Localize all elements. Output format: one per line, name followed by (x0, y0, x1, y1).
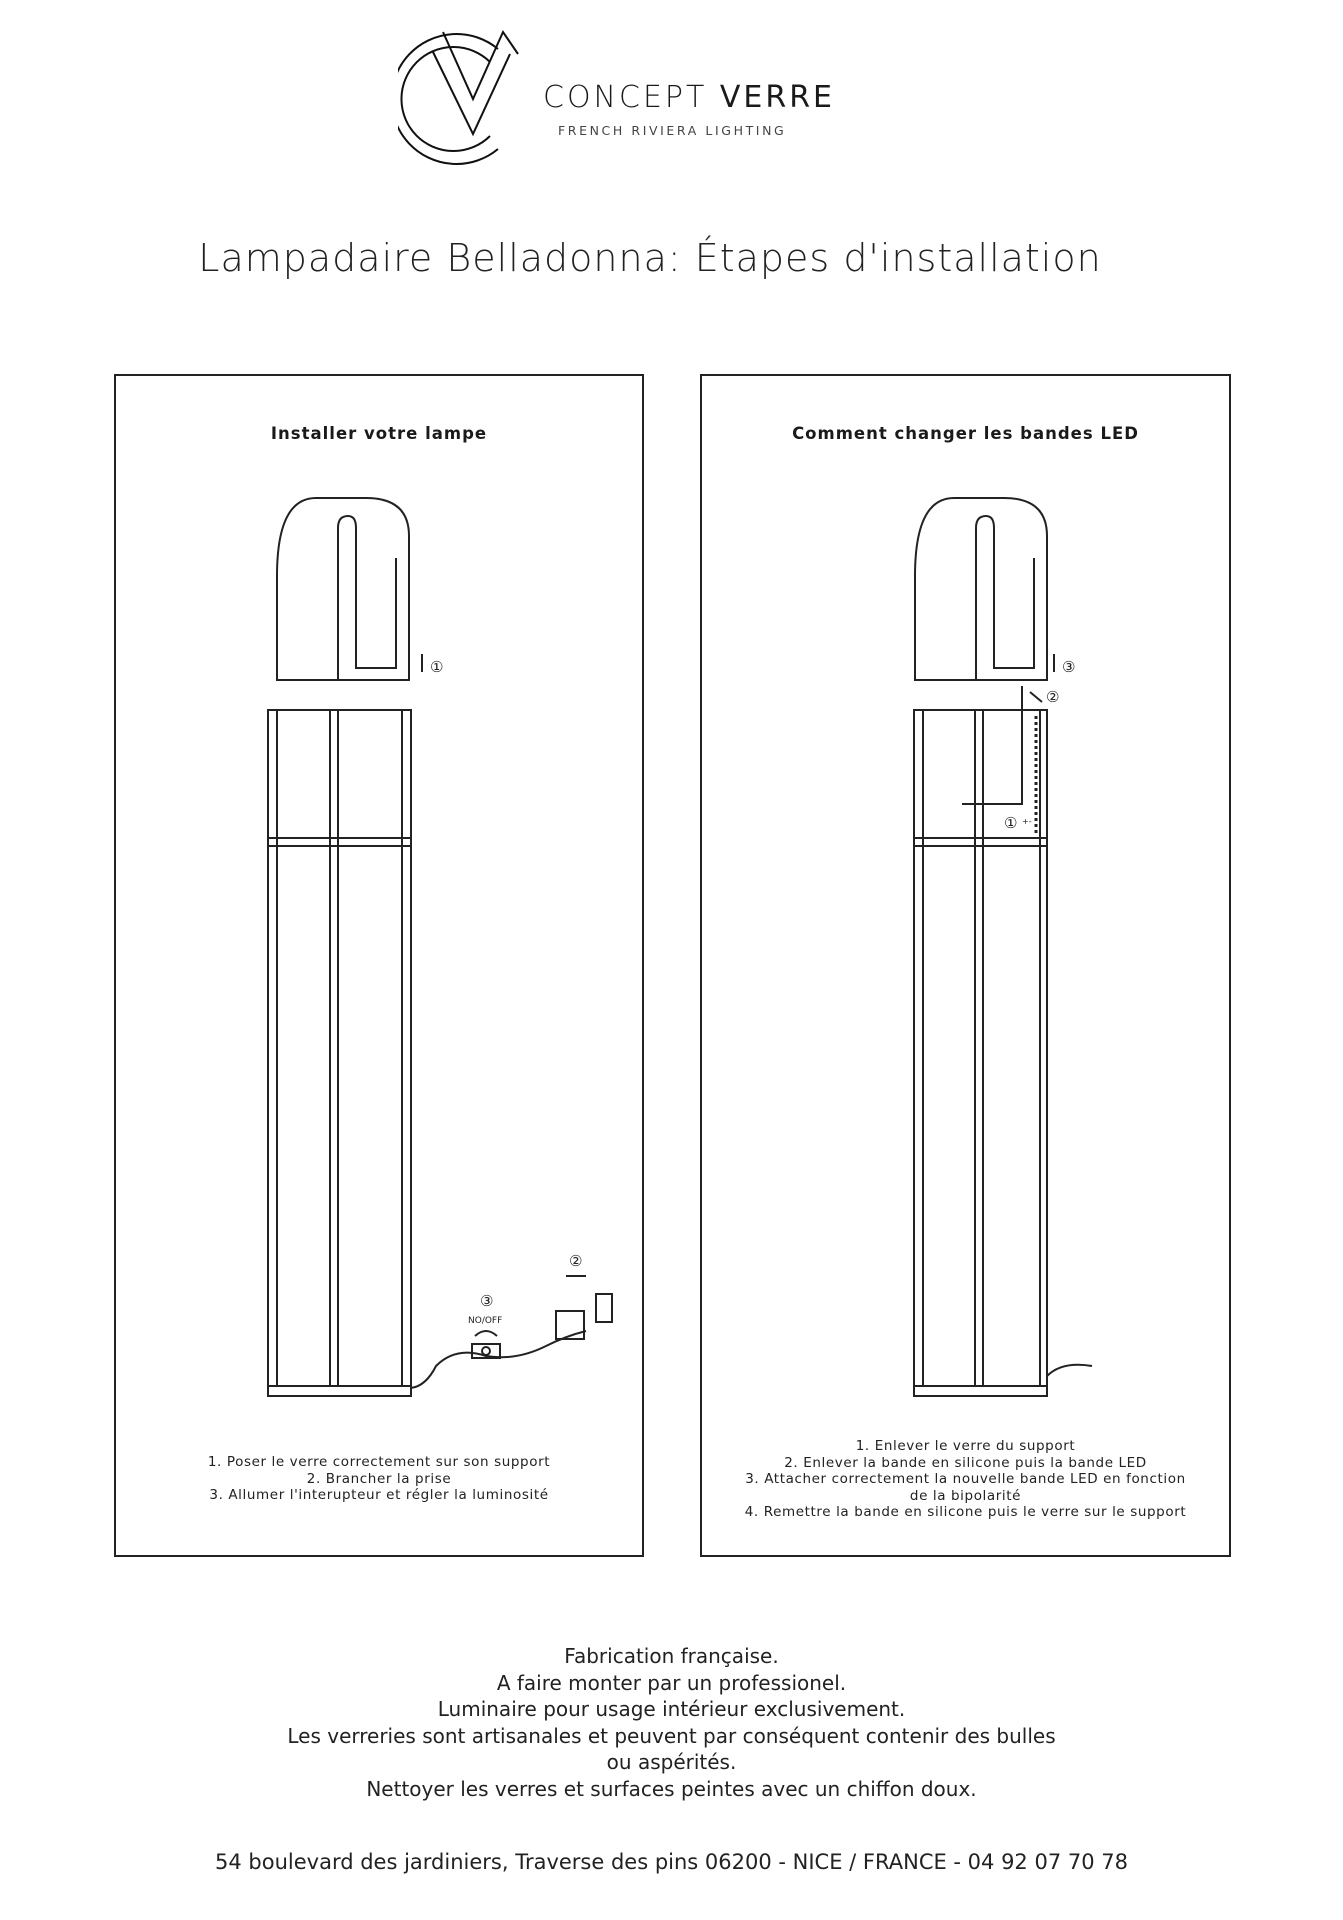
footer-notes: Fabrication française. A faire monter pa… (0, 1643, 1343, 1802)
brand-name: CONCEPT VERRE (543, 80, 835, 115)
note-line: Nettoyer les verres et surfaces peintes … (366, 1776, 977, 1801)
switch-label: NO/OFF (468, 1316, 502, 1326)
step-text: 1. Poser le verre correctement sur son s… (207, 1454, 551, 1470)
brand-bold: VERRE (719, 80, 835, 115)
install-steps: 1. Poser le verre correctement sur son s… (116, 1454, 642, 1504)
step-marker: ③ (1062, 658, 1075, 676)
company-address: 54 boulevard des jardiniers, Traverse de… (215, 1850, 1128, 1874)
led-change-diagram: ③ ② ① +- (913, 497, 1093, 1397)
step-text: 3. Attacher correctement la nouvelle ban… (745, 1471, 1186, 1487)
page-title: Lampadaire Belladonna: Étapes d'installa… (198, 236, 1102, 280)
note-line: Les verreries sont artisanales et peuven… (287, 1723, 1056, 1748)
step-marker: ① (430, 658, 443, 676)
step-marker: ② (569, 1252, 582, 1270)
cv-monogram-icon (398, 29, 519, 165)
lamp-install-diagram: ① ② ③ NO/OFF (267, 497, 613, 1397)
note-line: ou aspérités. (606, 1750, 737, 1774)
led-panel: Comment changer les bandes LED ③ ② ① +- … (700, 374, 1231, 1557)
note-line: Luminaire pour usage intérieur exclusive… (437, 1697, 906, 1721)
brand-light: CONCEPT (543, 80, 708, 115)
step-marker: ③ (480, 1292, 493, 1310)
step-text: 2. Enlever la bande en silicone puis la … (784, 1454, 1147, 1471)
polarity-label: +- (1022, 817, 1032, 826)
note-line: Fabrication française. (564, 1644, 779, 1668)
step-text: de la bipolarité (909, 1487, 1022, 1504)
panel-heading: Installer votre lampe (270, 424, 488, 443)
step-text: 3. Allumer l'interupteur et régler la lu… (209, 1487, 549, 1503)
led-steps: 1. Enlever le verre du support 2. Enleve… (702, 1438, 1229, 1521)
install-panel: Installer votre lampe ① ② ③ NO/OFF 1. Po… (114, 374, 644, 1557)
note-line: A faire monter par un professionel. (496, 1670, 847, 1695)
step-text: 2. Brancher la prise (306, 1470, 452, 1487)
step-text: 4. Remettre la bande en silicone puis le… (744, 1504, 1187, 1520)
panel-heading: Comment changer les bandes LED (792, 424, 1139, 443)
brand-tagline: FRENCH RIVIERA LIGHTING (558, 123, 787, 138)
step-marker: ① (1004, 814, 1017, 832)
concept-verre-logo: CONCEPT VERRE FRENCH RIVIERA LIGHTING (398, 24, 838, 174)
step-text: 1. Enlever le verre du support (855, 1438, 1076, 1454)
step-marker: ② (1046, 688, 1059, 706)
